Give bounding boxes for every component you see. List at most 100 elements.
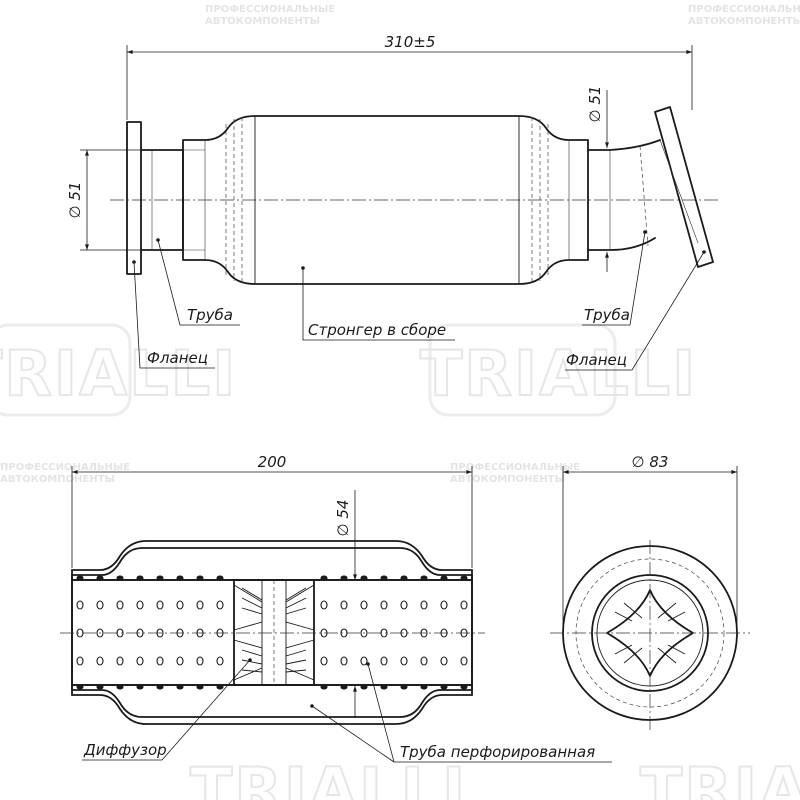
perforation-hole (116, 656, 124, 666)
perforation-hole (440, 684, 448, 690)
left-diameter-value: ∅ 51 (66, 182, 84, 219)
perforation-hole (136, 575, 144, 581)
perforation-hole (420, 575, 428, 581)
perforation-hole (460, 684, 468, 690)
perforation-hole (360, 656, 368, 666)
watermark-text: АВТОКОМПОНЕНТЫ (0, 474, 115, 485)
label-stronger: Стронгер в сборе (308, 321, 446, 339)
watermark-text: АВТОКОМПОНЕНТЫ (205, 16, 320, 27)
leader-flange-left (133, 261, 215, 369)
perforation-hole (320, 575, 328, 581)
perforation-hole (136, 600, 144, 610)
perforation-hole (360, 600, 368, 610)
shell-outline-top (71, 540, 473, 571)
perforation-hole (400, 575, 408, 581)
perforation-hole (96, 684, 104, 690)
perforation-hole (136, 684, 144, 690)
leader-diffuser (82, 659, 251, 761)
perforation-hole (340, 575, 348, 581)
perforation-hole (76, 575, 84, 581)
perforation-hole (196, 684, 204, 690)
label-flange-right: Фланец (566, 351, 627, 369)
perforation-hole (216, 656, 224, 666)
perforation-hole (96, 656, 104, 666)
perforation-hole (340, 684, 348, 690)
label-pipe-right: Труба (584, 306, 630, 324)
watermark-logo: TRIALLI (190, 754, 467, 800)
perforation-hole (196, 656, 204, 666)
perforated-pipe (71, 579, 473, 686)
watermark-logo: TRIALLI (0, 337, 237, 410)
perforation-hole (216, 684, 224, 690)
shell-top-section (71, 547, 473, 581)
top-view: 310±5 ∅ 51 ∅ 51 Труба Фланец Стронгер в … (66, 33, 720, 371)
right-diameter-value: ∅ 51 (586, 86, 604, 123)
perforation-hole (440, 656, 448, 666)
label-diffuser: Диффузор (83, 741, 167, 759)
perforation-hole (96, 575, 104, 581)
perforation-hole (380, 656, 388, 666)
perforation-hole (76, 684, 84, 690)
watermark-text: АВТОКОМПОНЕНТЫ (450, 474, 565, 485)
perforation-hole (340, 656, 348, 666)
perforation-hole (400, 656, 408, 666)
perforation-hole (340, 600, 348, 610)
watermark: ПРОФЕССИОНАЛЬНЫЕ АВТОКОМПОНЕНТЫ ПРОФЕССИ… (0, 4, 800, 800)
perforation-hole (460, 656, 468, 666)
perforation-hole (216, 575, 224, 581)
perforation-hole (360, 575, 368, 581)
perforation-hole (136, 656, 144, 666)
perforation-hole (156, 684, 164, 690)
perforation-hole (420, 684, 428, 690)
watermark-logo: TRIALLI (420, 337, 697, 410)
watermark-text: ПРОФЕССИОНАЛЬНЫЕ (205, 4, 335, 15)
perforation-hole (440, 575, 448, 581)
stronger-body (182, 115, 589, 285)
overall-length-value: 310±5 (385, 33, 436, 51)
perforation-hole (76, 656, 84, 666)
perforation-hole (420, 600, 428, 610)
perforation-hole (400, 684, 408, 690)
inner-diameter-value: ∅ 54 (334, 500, 352, 537)
label-perforated-pipe: Труба перфорированная (400, 743, 595, 761)
watermark-logo-frame (0, 323, 132, 417)
perforation-hole (176, 684, 184, 690)
shell-outline-bottom (71, 694, 473, 725)
perforation-hole (460, 575, 468, 581)
perforation-hole (196, 600, 204, 610)
outer-diameter-value: ∅ 83 (632, 453, 669, 471)
label-flange-left: Фланец (147, 349, 208, 367)
perforation-hole (196, 575, 204, 581)
right-flange (654, 106, 714, 268)
right-pipe (587, 139, 661, 251)
leader-pipe-left (157, 239, 240, 326)
leader-pipe-right (582, 231, 646, 326)
perforation-hole (156, 575, 164, 581)
leader-flange-right (565, 251, 705, 371)
perforation-hole (96, 600, 104, 610)
perforation-hole (320, 684, 328, 690)
left-flange (126, 121, 142, 275)
perforation-hole (116, 684, 124, 690)
watermark-logo: TRIALLI (640, 754, 800, 800)
perforation-hole (460, 600, 468, 610)
perforation-hole (380, 575, 388, 581)
label-pipe-left: Труба (187, 306, 233, 324)
perforation-hole (116, 575, 124, 581)
perforation-hole (176, 600, 184, 610)
perforation-hole (156, 600, 164, 610)
perforation-hole (116, 600, 124, 610)
perforation-hole (320, 600, 328, 610)
perforation-hole (176, 656, 184, 666)
watermark-text: ПРОФЕССИОНАЛЬНЫЕ (0, 462, 130, 473)
perforation-hole (76, 600, 84, 610)
perforation-hole (360, 684, 368, 690)
perforation-holes (76, 575, 468, 690)
section-view: 200 ∅ 54 Диффузор Труба перфорированная (60, 453, 612, 763)
perforation-hole (420, 656, 428, 666)
perforation-hole (440, 600, 448, 610)
shell-bottom-section (71, 684, 473, 718)
perforation-hole (380, 684, 388, 690)
perforation-hole (216, 600, 224, 610)
